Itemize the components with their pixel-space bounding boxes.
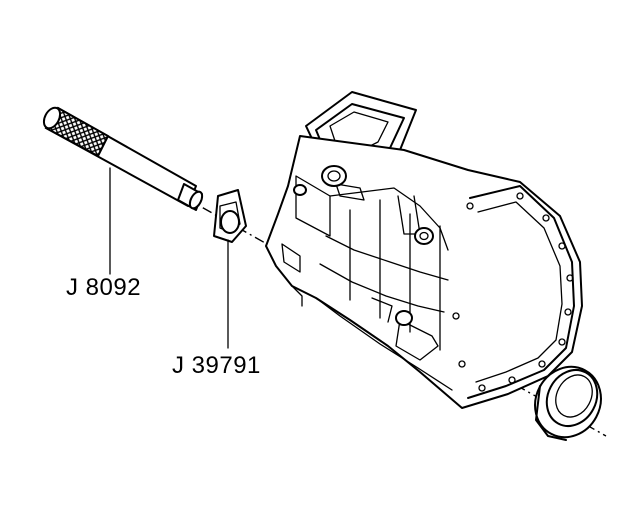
driver-handle-j8092 [42, 106, 204, 275]
transmission-case [265, 91, 583, 409]
rear-oil-seal [534, 365, 602, 441]
tool-label-j39791: J 39791 [172, 352, 261, 379]
tool-label-j8092: J 8092 [66, 274, 142, 301]
seal-installer-j39791 [213, 189, 247, 349]
